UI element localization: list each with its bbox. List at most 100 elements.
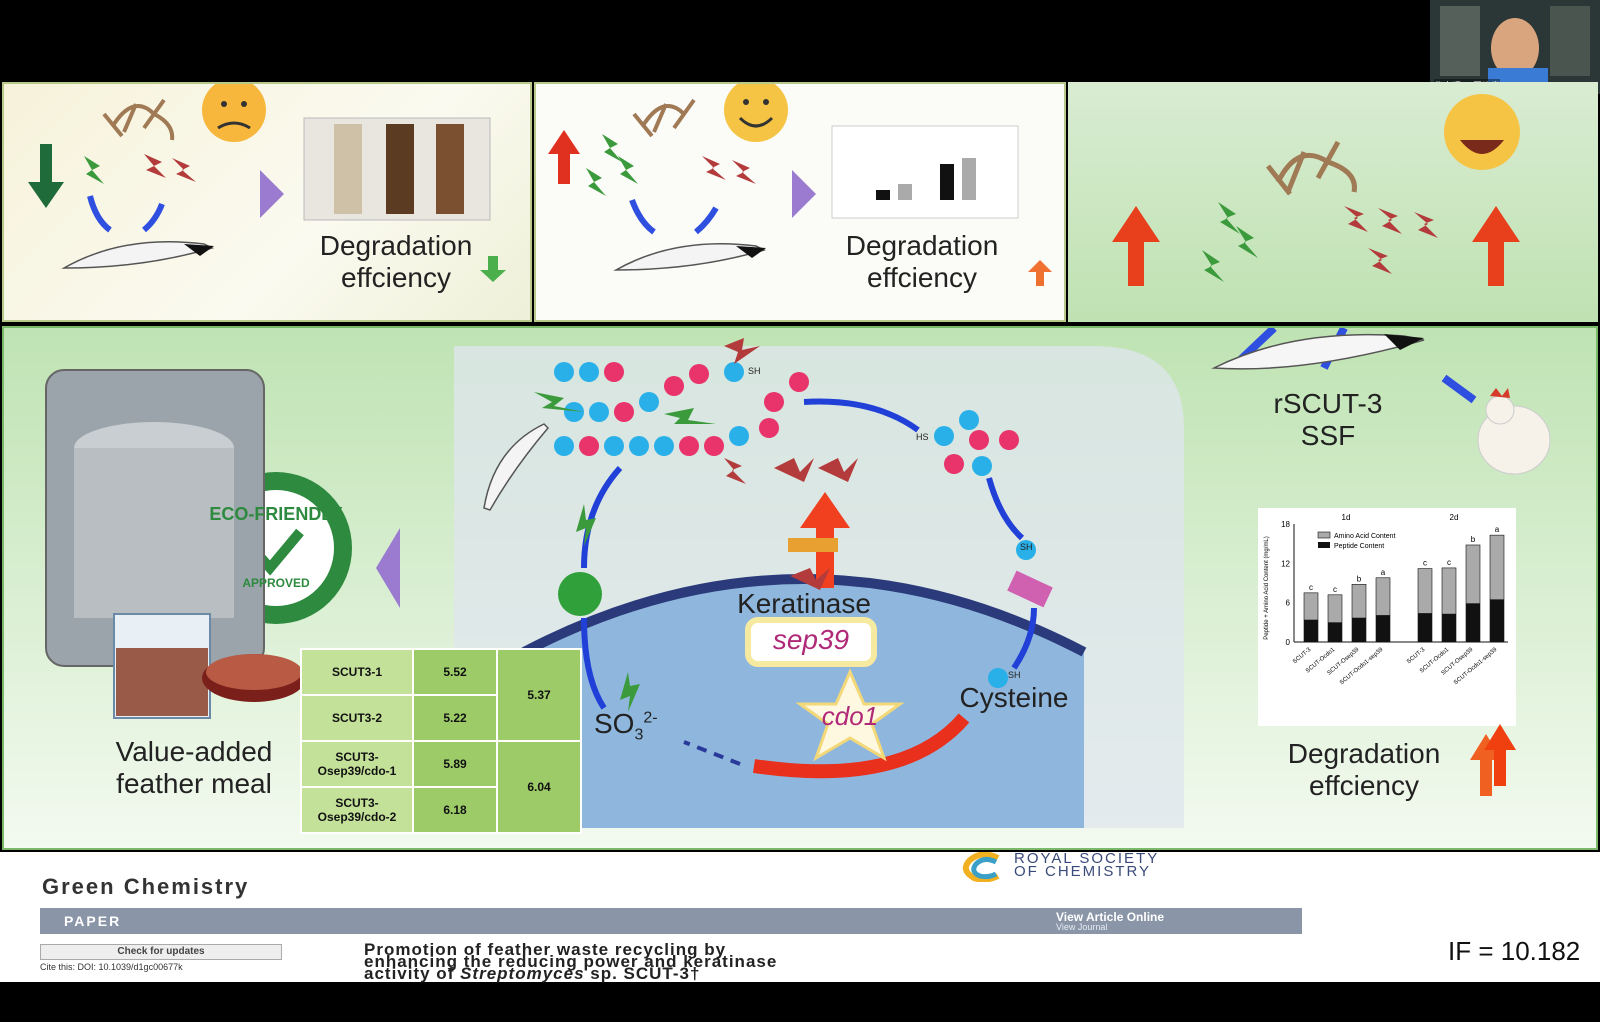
rsc-text: ROYAL SOCIETY OF CHEMISTRY	[1014, 850, 1160, 880]
green-bolt-icon	[534, 392, 584, 412]
bar-peptide	[1418, 613, 1432, 642]
sh-label: SH	[748, 366, 761, 376]
right-top-graphic	[1112, 94, 1520, 286]
bar-letter: c	[1447, 558, 1451, 567]
green-bolt-icon	[620, 672, 640, 712]
star-icon	[795, 668, 905, 762]
blue-arrow-icon	[1011, 607, 1037, 670]
sulfite-label: SO32-	[594, 708, 658, 744]
red-bolt-icon	[1414, 212, 1438, 238]
sh-label: SH	[1008, 670, 1021, 680]
green-protein-icon	[558, 572, 602, 616]
video-thumbnail[interactable]: 华南理工-罗晓春	[1430, 0, 1600, 94]
legend-swatch	[1318, 542, 1330, 548]
y-tick-label: 18	[1281, 520, 1290, 529]
keratinase-label: Keratinase	[737, 588, 871, 619]
mechanism-graphic	[45, 328, 1551, 828]
green-bolt-icon	[576, 504, 596, 546]
mini-chart	[831, 125, 1019, 219]
green-bolt-icon	[586, 168, 606, 196]
green-bolt-icon	[84, 156, 104, 184]
bar-peptide	[1466, 603, 1480, 642]
sep39-box	[745, 617, 877, 667]
strain-name: SCUT3- Osep39/cdo-2	[300, 786, 414, 834]
feather-meal-label: Value-added feather meal	[115, 736, 273, 800]
up-arrows-icon	[1470, 724, 1516, 796]
blue-arrow-icon	[803, 398, 920, 433]
bar-peptide	[1328, 622, 1342, 642]
paper-label: PAPER	[64, 913, 122, 929]
panel-a-graphic	[28, 84, 506, 282]
up-arrow-icon	[1112, 206, 1160, 286]
red-bolt-icon	[1344, 206, 1368, 232]
strain-name: SCUT3-2	[300, 694, 414, 742]
strain-value: 5.89	[412, 740, 498, 788]
bar-letter: c	[1333, 585, 1337, 594]
journal-name: Green Chemistry	[42, 874, 250, 899]
strain-value: 5.22	[412, 694, 498, 742]
sad-face-icon	[202, 84, 266, 142]
legend-label: Amino Acid Content	[1334, 533, 1396, 540]
impact-factor: IF = 10.182	[1448, 936, 1581, 966]
average-value: 6.04	[496, 740, 582, 834]
bar-letter: b	[1471, 535, 1476, 544]
red-bolt-icon	[1378, 208, 1402, 234]
smile-face-icon	[724, 84, 788, 142]
strain-value: 5.52	[412, 648, 498, 696]
citation: Cite this: DOI: 10.1039/d1gc00677k	[40, 962, 183, 972]
green-bolt-icon	[602, 134, 622, 162]
red-bolt-icon	[702, 156, 726, 180]
panel-b-graphic	[548, 84, 1052, 286]
blue-arrow-icon	[629, 198, 656, 235]
bar-letter: a	[1381, 568, 1386, 577]
feather-waste-icon	[102, 98, 175, 141]
strain-name: SCUT3- Osep39/cdo-1	[300, 740, 414, 788]
degradation-label-b: Degradation effciency	[845, 230, 999, 294]
panel-mechanism: ECO-FRIENDLY APPROVED Keratinase sep39 c…	[2, 326, 1598, 850]
average-value: 5.37	[496, 648, 582, 742]
keratin-chain	[554, 362, 1036, 688]
bar-letter: c	[1309, 583, 1313, 592]
blue-arrow-icon	[581, 465, 623, 569]
eco-badge-bottom-text: APPROVED	[242, 576, 310, 590]
red-arrow-icon	[752, 713, 970, 779]
legend-label: Peptide Content	[1334, 543, 1384, 550]
degradation-label-a: Degradation effciency	[319, 230, 473, 294]
small-up-arrow-icon	[1028, 260, 1052, 286]
group-label: 2d	[1450, 513, 1459, 522]
bar-peptide	[1352, 617, 1366, 642]
red-bolt-icon	[818, 458, 858, 482]
up-arrow-icon	[1472, 206, 1520, 286]
panel-low-efficiency: Degradation effciency	[2, 82, 532, 322]
strain-name: SCUT3-1	[300, 648, 414, 696]
bar-peptide	[1442, 613, 1456, 642]
view-journal-link[interactable]: View Journal	[1056, 922, 1108, 932]
strain-value: 6.18	[412, 786, 498, 834]
cdo1-label: cdo1	[821, 701, 879, 731]
legend-swatch	[1317, 531, 1331, 539]
check-updates-button[interactable]: Check for updates	[40, 944, 282, 960]
bar-letter: a	[1495, 525, 1500, 534]
feather-waste-icon	[1266, 140, 1357, 196]
rscut-label: rSCUT-3 SSF	[1273, 388, 1383, 452]
hs-label: HS	[916, 432, 929, 442]
feather-waste-icon	[632, 98, 696, 138]
laughing-face-icon	[1444, 94, 1520, 170]
green-bolt-icon	[1218, 202, 1240, 234]
rsc-logo-icon	[962, 852, 1000, 882]
membrane-protein-icon	[1007, 570, 1053, 608]
panel-rscut3	[1068, 82, 1598, 322]
red-bolt-icon	[732, 160, 756, 184]
bar-letter: c	[1423, 559, 1427, 568]
bar-peptide	[1304, 619, 1318, 642]
green-bolt-icon	[618, 156, 638, 184]
view-article-link[interactable]: View Article Online	[1056, 910, 1165, 924]
purple-arrow-icon	[376, 528, 400, 608]
down-arrow-icon	[28, 144, 64, 208]
eco-badge-top-text: ECO-FRIENDLY	[209, 504, 343, 524]
blue-arrow-icon	[986, 477, 1025, 541]
sh-label: SH	[1020, 542, 1033, 552]
blue-arrow-icon	[87, 195, 112, 233]
paper-bar: PAPER View Article Online View Journal	[40, 908, 1302, 934]
